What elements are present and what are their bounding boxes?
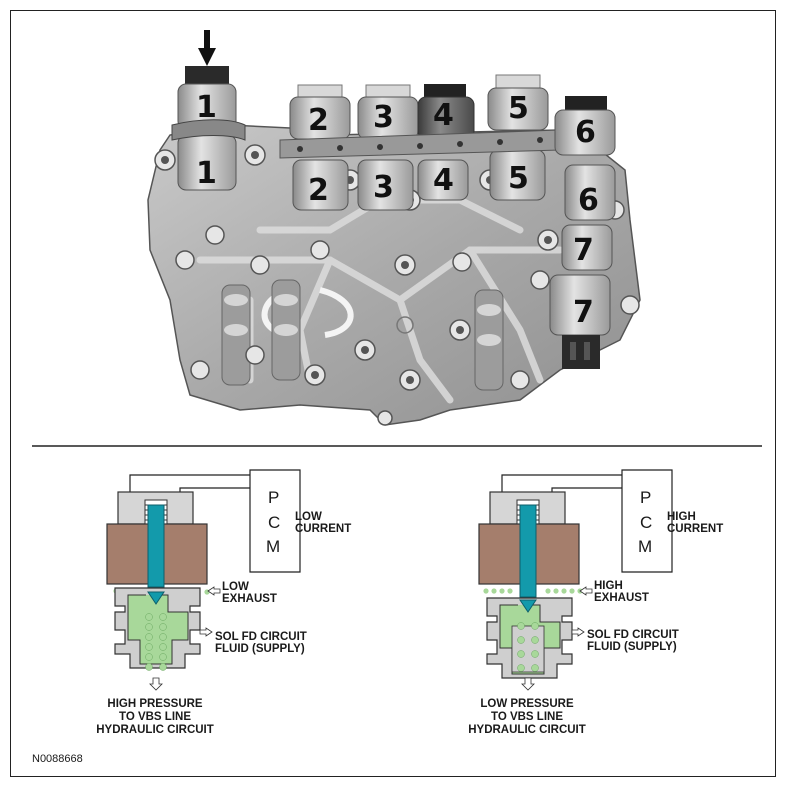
- solenoid-3: [357, 84, 419, 211]
- solenoid-2: [289, 84, 351, 211]
- solenoid-number-labels: 1 1 2 2 3 3 4 4 5 5 6 6 7 7: [196, 90, 599, 330]
- sol-fd-label: SOL FD CIRCUIT: [215, 631, 307, 643]
- svg-text:6: 6: [578, 183, 599, 218]
- svg-text:3: 3: [373, 170, 394, 205]
- pcm-box: P C M: [621, 469, 673, 573]
- solenoid-6: [554, 96, 616, 221]
- svg-text:P: P: [640, 488, 651, 507]
- svg-text:5: 5: [508, 91, 529, 126]
- svg-text:P: P: [268, 488, 279, 507]
- svg-text:EXHAUST: EXHAUST: [594, 592, 649, 604]
- solenoid-5: [487, 74, 549, 201]
- svg-text:TO VBS LINE: TO VBS LINE: [119, 711, 191, 723]
- solenoid-4: [417, 84, 475, 201]
- pointer-arrow: [198, 30, 216, 66]
- svg-text:7: 7: [573, 295, 594, 330]
- svg-text:3: 3: [373, 100, 394, 135]
- pcm-box: P C M: [249, 469, 301, 573]
- solenoid-1: [171, 66, 246, 191]
- svg-text:6: 6: [575, 115, 596, 150]
- svg-text:C: C: [268, 513, 280, 532]
- svg-text:CURRENT: CURRENT: [667, 523, 723, 535]
- sol-fd-label: SOL FD CIRCUIT: [587, 629, 679, 641]
- figure-id: N0088668: [32, 753, 83, 765]
- svg-text:5: 5: [508, 161, 529, 196]
- pressure-caption: HIGH PRESSURE: [107, 698, 203, 710]
- svg-text:2: 2: [308, 103, 329, 138]
- svg-text:1: 1: [196, 90, 217, 125]
- svg-text:2: 2: [308, 173, 329, 208]
- current-label: HIGH: [667, 511, 696, 523]
- svg-text:M: M: [638, 537, 652, 556]
- pressure-caption: LOW PRESSURE: [480, 698, 574, 710]
- valve-body-photo: 1 1 2 2 3 3 4 4 5 5 6 6 7 7: [147, 30, 641, 426]
- current-label: LOW: [295, 511, 322, 523]
- solenoid-7: [549, 224, 613, 369]
- solenoid-schematic-high-current: P C M: [468, 469, 723, 736]
- svg-text:CURRENT: CURRENT: [295, 523, 351, 535]
- exhaust-label: LOW: [222, 581, 249, 593]
- svg-text:4: 4: [433, 98, 454, 133]
- svg-text:1: 1: [196, 156, 217, 191]
- exhaust-label: HIGH: [594, 580, 623, 592]
- svg-text:7: 7: [573, 233, 594, 268]
- svg-text:FLUID (SUPPLY): FLUID (SUPPLY): [587, 641, 677, 653]
- svg-text:HYDRAULIC CIRCUIT: HYDRAULIC CIRCUIT: [96, 724, 214, 736]
- svg-text:HYDRAULIC CIRCUIT: HYDRAULIC CIRCUIT: [468, 724, 586, 736]
- svg-text:4: 4: [433, 163, 454, 198]
- svg-text:TO VBS LINE: TO VBS LINE: [491, 711, 563, 723]
- svg-text:FLUID (SUPPLY): FLUID (SUPPLY): [215, 643, 305, 655]
- svg-text:M: M: [266, 537, 280, 556]
- solenoid-schematic-low-current: P C M: [96, 469, 351, 736]
- svg-text:C: C: [640, 513, 652, 532]
- figure-frame: [10, 10, 776, 777]
- svg-text:EXHAUST: EXHAUST: [222, 593, 277, 605]
